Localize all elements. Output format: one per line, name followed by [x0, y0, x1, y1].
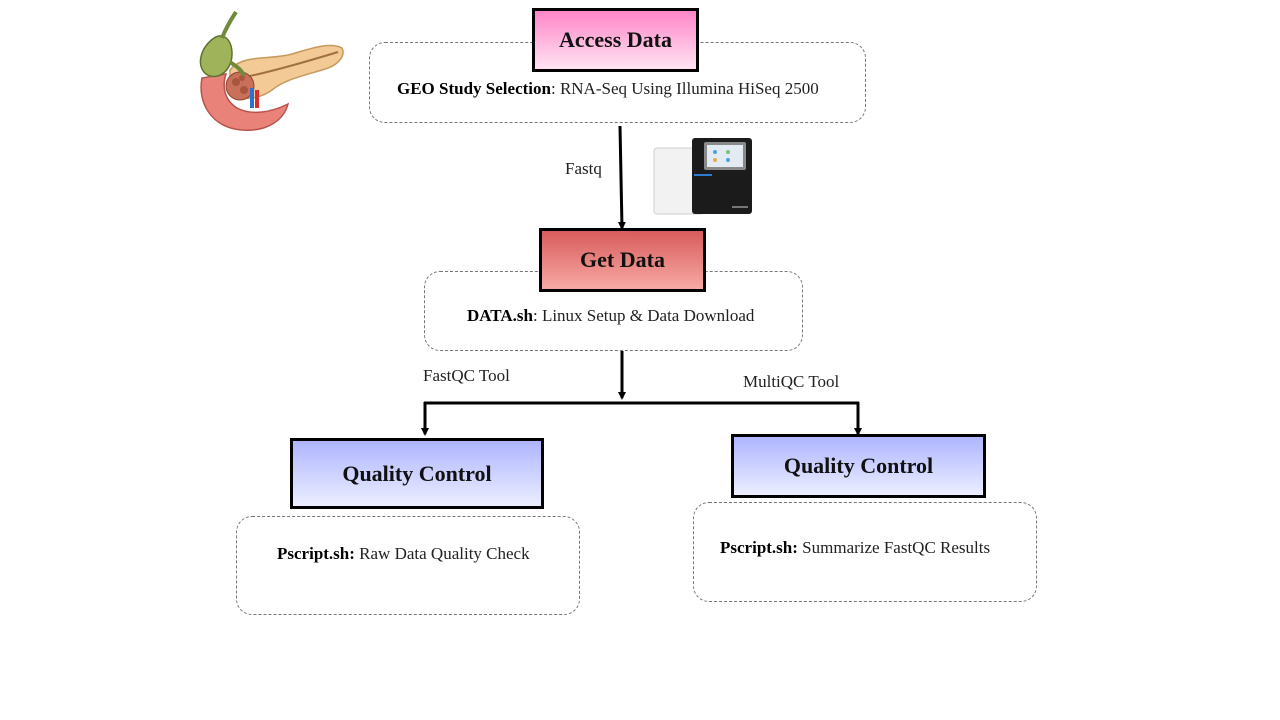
qc-right-node: Quality Control	[731, 434, 986, 498]
edge-label-fastqc: FastQC Tool	[423, 366, 510, 385]
qc-left-panel	[236, 516, 580, 615]
qc-right-panel	[693, 502, 1037, 602]
qc-right-title: Quality Control	[783, 453, 934, 478]
get-data-title: Get Data	[580, 247, 665, 272]
pancreas-illustration	[199, 10, 344, 131]
get-data-node: Get Data	[539, 228, 706, 292]
edge-label-fastq: Fastq	[565, 159, 602, 178]
edge-label-multiqc: MultiQC Tool	[743, 372, 840, 391]
access-data-node: Access Data	[532, 8, 699, 72]
access-data-title: Access Data	[558, 27, 673, 52]
get-data-description: DATA.sh: Linux Setup & Data Download	[467, 306, 755, 325]
sequencer-illustration	[653, 138, 752, 215]
qc-left-description: Pscript.sh: Raw Data Quality Check	[277, 544, 530, 563]
qc-left-title: Quality Control	[342, 460, 492, 486]
qc-left-node: Quality Control	[290, 438, 544, 509]
access-data-description: GEO Study Selection: RNA-Seq Using Illum…	[397, 79, 819, 98]
arrow-access-to-get	[617, 125, 626, 230]
qc-right-description: Pscript.sh: Summarize FastQC Results	[720, 538, 991, 557]
